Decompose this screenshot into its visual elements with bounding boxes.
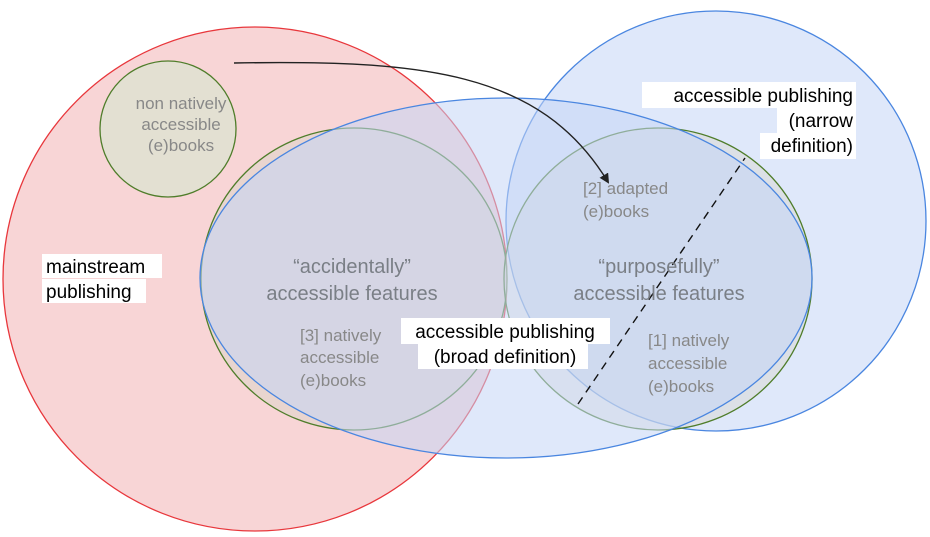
mainstream-label-line2: publishing (46, 282, 132, 303)
broad-label-bg-2 (418, 344, 588, 369)
accidental-label-line2: accessible features (266, 283, 437, 305)
broad-label-bg-1 (401, 318, 610, 344)
broad-definition-ellipse (199, 97, 813, 459)
non-native-label-line2: accessible (141, 115, 220, 134)
natively-1-label-line3: (e)books (648, 377, 714, 396)
purposeful-label-line1: “purposefully” (598, 256, 719, 278)
narrow-label-bg-1 (642, 82, 856, 108)
natively-3-label-line1: [3] natively (300, 326, 382, 345)
narrow-label-line3: definition) (771, 136, 853, 157)
dashed-divider-line (577, 157, 746, 405)
non-native-label-line3: (e)books (148, 136, 214, 155)
narrow-label-line2: (narrow (789, 111, 854, 132)
non-native-label-line1: non natively (136, 94, 227, 113)
natively-1-label-line1: [1] natively (648, 331, 730, 350)
mainstream-label-bg-1 (42, 254, 162, 278)
broad-label-line1: accessible publishing (415, 322, 595, 343)
non-natively-accessible-circle (99, 60, 237, 198)
broad-label-line2: (broad definition) (434, 347, 577, 368)
accidental-label-line1: “accidentally” (293, 256, 411, 278)
natively-3-label-line3: (e)books (300, 371, 366, 390)
mainstream-label-line1: mainstream (46, 257, 145, 278)
purposeful-label-line2: accessible features (573, 283, 744, 305)
mainstream-label-bg-2 (42, 279, 146, 303)
adapted-2-label-line2: (e)books (583, 202, 649, 221)
narrow-label-line1: accessible publishing (673, 86, 853, 107)
natively-3-label-line2: accessible (300, 348, 379, 367)
adapted-2-label-line1: [2] adapted (583, 179, 668, 198)
narrow-label-bg-3 (760, 133, 856, 159)
natively-1-label-line2: accessible (648, 354, 727, 373)
narrow-label-bg-2 (777, 108, 856, 133)
conversion-arrow (233, 61, 610, 184)
